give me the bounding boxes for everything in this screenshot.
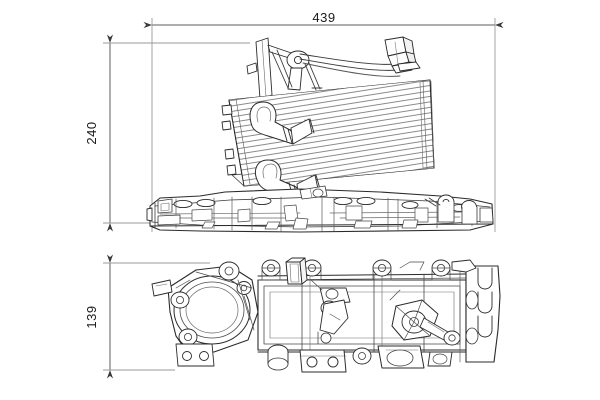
view-lower-top-plan bbox=[151, 257, 501, 373]
dimension-width-439 bbox=[143, 18, 504, 232]
plan-internal-linkage-left bbox=[310, 279, 351, 345]
dimension-annotations bbox=[103, 18, 504, 379]
dimension-label-height: 240 bbox=[84, 121, 99, 144]
plan-inlet-neck bbox=[285, 257, 308, 285]
intake-manifold-base bbox=[146, 188, 494, 233]
plan-actuator-linkage-right bbox=[389, 289, 461, 346]
dimension-label-depth: 139 bbox=[84, 305, 99, 328]
cooler-to-manifold-connector bbox=[299, 185, 328, 200]
dimension-label-width: 439 bbox=[312, 10, 335, 25]
manifold-left-end-detail bbox=[157, 198, 181, 226]
view-upper-side-elevation bbox=[146, 36, 494, 233]
cooler-side-ports bbox=[221, 104, 237, 176]
plan-mounting-bosses-top bbox=[261, 259, 451, 281]
manifold-right-end-detail bbox=[424, 194, 494, 225]
throttle-body-flange bbox=[151, 261, 259, 367]
plan-upper-right-hook bbox=[399, 259, 477, 273]
upper-coolant-hose bbox=[249, 101, 315, 145]
upper-mounting-bracket bbox=[246, 37, 401, 100]
plan-sensor-bosses bbox=[267, 344, 453, 373]
plan-right-end-cap bbox=[459, 265, 501, 363]
end-flange-tab bbox=[384, 36, 421, 74]
dimension-depth-139 bbox=[103, 254, 210, 379]
